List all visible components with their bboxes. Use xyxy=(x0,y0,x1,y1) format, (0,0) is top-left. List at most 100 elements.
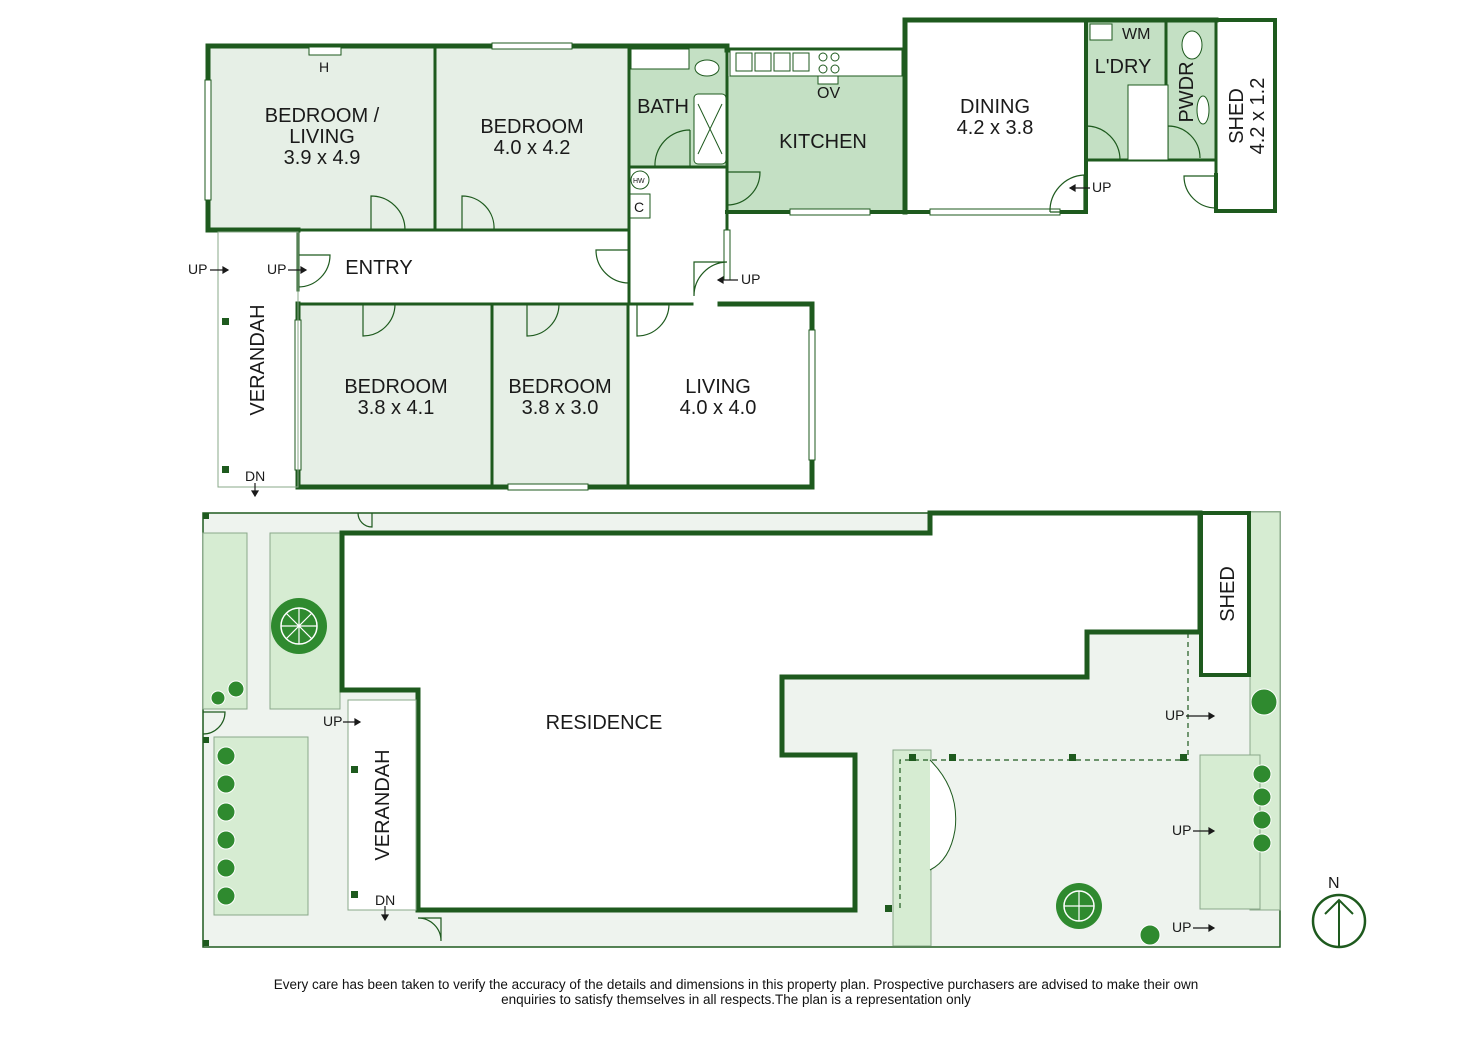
sink-icon xyxy=(735,52,753,72)
shrub-icon xyxy=(216,858,236,878)
garden-bed xyxy=(892,749,932,947)
cooktop-icon xyxy=(818,64,828,74)
site-verandah-label: VERANDAH xyxy=(372,749,394,860)
bedroom-ne-dims: 4.0 x 4.2 xyxy=(494,137,571,159)
window xyxy=(723,229,731,281)
disclaimer-line-2: enquiries to satisfy themselves in all r… xyxy=(501,992,971,1007)
site-plan: RESIDENCE VERANDAH SHED UP DN UP UP UP N xyxy=(202,510,1367,949)
up-label: UP xyxy=(1165,707,1184,723)
site-shed-label: SHED xyxy=(1217,566,1239,622)
up-label: UP xyxy=(267,261,286,277)
bedroom-ne-fill xyxy=(435,47,629,230)
verandah-post xyxy=(351,891,358,898)
up-label: UP xyxy=(323,713,342,729)
bedroom-ne-name: BEDROOM xyxy=(480,116,583,138)
shrub-icon xyxy=(216,802,236,822)
north-compass: N xyxy=(1311,875,1367,949)
washing-machine-label: WM xyxy=(1122,26,1150,43)
laundry-tub xyxy=(1127,84,1169,161)
heater-box xyxy=(308,46,342,56)
shrub-icon xyxy=(1252,833,1272,853)
tree-icon xyxy=(1056,883,1102,929)
garden-bed xyxy=(213,736,309,916)
bedroom-living-dims: 3.9 x 4.9 xyxy=(284,147,361,169)
bedroom-s-dims: 3.8 x 3.0 xyxy=(522,397,599,419)
pergola-post xyxy=(909,754,916,761)
shed-walls xyxy=(1214,18,1277,213)
shrub-icon xyxy=(216,746,236,766)
door-swing xyxy=(595,249,630,284)
door-swing xyxy=(1049,174,1085,213)
site-verandah xyxy=(347,699,417,911)
living-dims: 4.0 x 4.0 xyxy=(680,397,757,419)
verandah-name: VERANDAH xyxy=(247,304,269,415)
washing-machine xyxy=(1089,23,1113,41)
bedroom-living-fill xyxy=(209,47,435,230)
shed-dims: 4.2 x 1.2 xyxy=(1247,78,1269,155)
cooktop-icon xyxy=(830,52,840,62)
cupboard xyxy=(629,193,651,219)
verandah-outline xyxy=(217,231,299,488)
sink-icon xyxy=(754,52,772,72)
shrub-icon xyxy=(227,680,245,698)
pergola-post xyxy=(885,905,892,912)
disclaimer: Every care has been taken to verify the … xyxy=(0,977,1472,1007)
door-swing xyxy=(362,303,396,337)
up-label: UP xyxy=(1172,919,1191,935)
cooktop-icon xyxy=(830,64,840,74)
gate-swing xyxy=(357,512,373,528)
shrub-icon xyxy=(1250,688,1278,716)
fence-post xyxy=(203,737,209,743)
fence-post xyxy=(203,940,209,946)
sink-icon xyxy=(792,52,810,72)
oven-label: OV xyxy=(817,85,840,102)
house-outer-wall-north xyxy=(205,17,1219,53)
kitchen-name: KITCHEN xyxy=(779,131,867,153)
bedroom-living-name-1: BEDROOM / xyxy=(265,105,380,127)
bedroom-living-name-2: LIVING xyxy=(289,126,355,148)
pergola-post xyxy=(1069,754,1076,761)
door-swing xyxy=(461,195,495,231)
window xyxy=(491,42,573,50)
bedroom-s-fill xyxy=(492,304,628,487)
shrub-icon xyxy=(210,690,226,706)
kitchen-fill xyxy=(727,76,905,212)
door-swing xyxy=(1167,125,1201,159)
up-label: UP xyxy=(1092,179,1111,195)
toilet-icon xyxy=(1181,30,1203,60)
up-label: UP xyxy=(188,261,207,277)
shrub-icon xyxy=(1139,924,1161,946)
door-swing xyxy=(526,303,560,337)
disclaimer-line-1: Every care has been taken to verify the … xyxy=(273,977,1199,992)
shed-name: SHED xyxy=(1226,88,1248,144)
window xyxy=(204,79,212,201)
sink-icon xyxy=(773,52,791,72)
bathtub-cross xyxy=(697,103,723,155)
window xyxy=(929,208,1061,216)
cooktop-icon xyxy=(818,52,828,62)
up-label: UP xyxy=(1172,822,1191,838)
floor-plan: BEDROOM / LIVING 3.9 x 4.9 BEDROOM 4.0 x… xyxy=(188,17,1367,949)
shrub-icon xyxy=(216,886,236,906)
dining-dims: 4.2 x 3.8 xyxy=(957,117,1034,139)
north-label: N xyxy=(1328,875,1340,892)
gate-swing xyxy=(202,711,226,735)
tree-icon xyxy=(271,598,327,654)
door-swing xyxy=(297,254,331,288)
fence-post xyxy=(203,513,209,519)
door-swing xyxy=(1183,175,1217,209)
bedroom-sw-name: BEDROOM xyxy=(344,376,447,398)
hot-water-label: HW xyxy=(633,178,645,185)
hot-water-unit xyxy=(630,170,650,190)
residence-label: RESIDENCE xyxy=(546,712,663,734)
dn-label: DN xyxy=(245,468,265,484)
bath-name: BATH xyxy=(637,96,689,118)
verandah-post xyxy=(351,766,358,773)
laundry-name: L'DRY xyxy=(1095,56,1152,78)
door-swing xyxy=(693,261,728,297)
vanity-basin xyxy=(630,48,690,70)
basin-icon xyxy=(1196,95,1210,125)
verandah-post xyxy=(222,466,229,473)
pergola-outline xyxy=(899,632,1189,908)
shrub-icon xyxy=(216,830,236,850)
